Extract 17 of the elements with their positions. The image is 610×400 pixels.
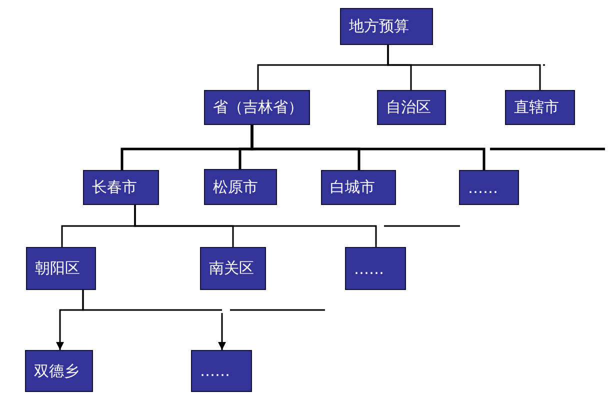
org-box: …… (191, 350, 252, 392)
org-box: 省（吉林省） (204, 90, 310, 125)
org-box: 朝阳区 (26, 247, 96, 290)
org-box: …… (459, 170, 519, 205)
org-box: 地方预算 (340, 8, 433, 45)
org-box: 双德乡 (25, 350, 93, 392)
connector-line (134, 205, 377, 247)
org-box: …… (345, 247, 406, 290)
org-box: 自治区 (377, 90, 446, 125)
org-box: 南关区 (200, 247, 266, 290)
org-box: 直辖市 (505, 90, 575, 125)
org-box: 白城市 (321, 170, 396, 205)
org-box: 松原市 (204, 169, 277, 205)
connector-line (387, 45, 541, 90)
org-box: 长春市 (83, 170, 159, 205)
connector-line (250, 125, 486, 170)
arrow (82, 289, 226, 351)
